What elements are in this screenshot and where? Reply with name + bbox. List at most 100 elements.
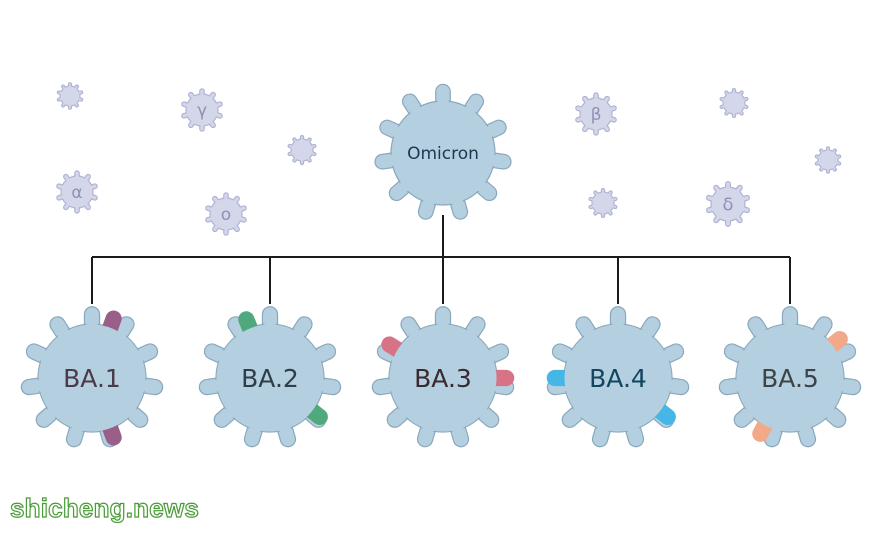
virus-spike-joint xyxy=(607,107,613,112)
virus-spike-joint xyxy=(726,109,730,113)
virus-spike-joint xyxy=(223,197,229,202)
virus-spike-joint xyxy=(66,201,71,206)
virus-spike-joint xyxy=(611,204,615,208)
virus-spike-joint xyxy=(294,156,298,160)
virus-spike-joint xyxy=(585,123,590,128)
virus-spike-joint xyxy=(716,214,721,219)
virus-spike-joint xyxy=(68,85,72,89)
virus-spike-joint xyxy=(595,209,599,213)
virus-spike-joint xyxy=(215,200,220,205)
virus-spike-joint xyxy=(74,204,80,209)
subvariant-label: BA.2 xyxy=(241,364,299,393)
background-virus: α xyxy=(56,170,98,214)
virus-spike-joint xyxy=(832,151,835,154)
virus-spike-joint xyxy=(601,191,605,195)
virus-spike-joint xyxy=(591,198,595,202)
virus-spike-joint xyxy=(422,192,437,206)
virus-spike-joint xyxy=(595,193,599,197)
virus-spike-joint xyxy=(483,153,498,167)
virus-spike-joint xyxy=(607,193,611,197)
virus-spike-joint xyxy=(191,119,196,124)
virus-spike-joint xyxy=(74,175,80,180)
virus-spike-joint xyxy=(232,223,237,228)
background-virus-label: ο xyxy=(221,205,231,225)
virus-spike-joint xyxy=(732,91,736,95)
virus-body xyxy=(591,191,615,215)
virus-spike-joint xyxy=(449,192,464,206)
background-virus xyxy=(56,82,84,110)
virus-spike-joint xyxy=(63,102,66,105)
background-virus: δ xyxy=(705,180,751,228)
virus-spike-joint xyxy=(735,214,740,219)
virus-spike-joint xyxy=(290,145,294,149)
virus-body-core xyxy=(564,324,672,432)
virus-body xyxy=(290,138,314,162)
virus-spike-joint xyxy=(400,177,414,192)
background-virus: γ xyxy=(181,88,223,132)
virus-spike-joint xyxy=(232,200,237,205)
virus-spike-joint xyxy=(300,138,304,142)
subvariant-node: BA.3 xyxy=(371,306,515,448)
virus-spike-joint xyxy=(579,116,585,121)
background-virus-label: α xyxy=(71,183,82,203)
virus-spike-joint xyxy=(213,112,219,117)
virus-spike-joint xyxy=(63,87,66,90)
virus-spike-joint xyxy=(832,166,835,169)
virus-spike-joint xyxy=(300,158,304,162)
virus-spike-joint xyxy=(817,155,821,159)
virus-spike-joint xyxy=(607,209,611,213)
omicron-node: Omicron xyxy=(374,83,512,220)
virus-spike-joint xyxy=(726,93,730,97)
virus-body-core xyxy=(736,324,844,432)
lineage-connectors xyxy=(91,215,791,304)
virus-spike-joint xyxy=(462,106,476,120)
virus-spike-joint xyxy=(209,207,215,212)
background-virus xyxy=(588,187,618,219)
virus-spike-joint xyxy=(213,103,219,108)
virus-spike-joint xyxy=(593,126,599,131)
virus-spike-joint xyxy=(88,194,94,199)
virus-spike-joint xyxy=(209,216,215,221)
virus-spike-joint xyxy=(735,189,740,194)
virus-spike-joint xyxy=(60,194,66,199)
subvariant-node: BA.1 xyxy=(20,306,164,448)
background-virus-label: δ xyxy=(722,194,733,215)
virus-spike-joint xyxy=(742,98,746,102)
subvariant-label: BA.1 xyxy=(63,364,121,393)
background-virus: ο xyxy=(205,192,247,236)
virus-body-core xyxy=(38,324,146,432)
virus-spike-joint xyxy=(290,151,294,155)
background-virus xyxy=(287,134,317,166)
virus-spike-joint xyxy=(585,100,590,105)
virus-spike-joint xyxy=(185,103,191,108)
virus-spike-joint xyxy=(215,223,220,228)
virus-body-core xyxy=(389,324,497,432)
virus-spike-joint xyxy=(835,161,839,165)
omicron-label: Omicron xyxy=(407,144,479,164)
virus-spike-joint xyxy=(237,216,243,221)
virus-spike-joint xyxy=(710,196,716,202)
virus-spike-joint xyxy=(392,126,407,140)
subvariant-node: BA.5 xyxy=(718,306,862,448)
watermark-text: shicheng.news xyxy=(9,492,199,523)
virus-spike-joint xyxy=(88,185,94,190)
virus-spike-joint xyxy=(68,103,72,107)
virus-spike-joint xyxy=(821,151,824,154)
virus-spike-joint xyxy=(722,98,726,102)
virus-spike-joint xyxy=(77,91,81,95)
background-virus: β xyxy=(575,92,617,136)
virus-spike-joint xyxy=(237,207,243,212)
virus-spike-joint xyxy=(601,211,605,215)
virus-spike-joint xyxy=(579,107,585,112)
subvariant-label: BA.5 xyxy=(761,364,819,393)
virus-spike-joint xyxy=(740,206,746,212)
virus-spike-joint xyxy=(716,189,721,194)
virus-spike-joint xyxy=(60,185,66,190)
virus-spike-joint xyxy=(602,100,607,105)
virus-spike-joint xyxy=(826,149,830,153)
subvariant-label: BA.4 xyxy=(589,364,647,393)
background-viruses: γ α ο β δ xyxy=(56,82,842,236)
virus-spike-joint xyxy=(602,123,607,128)
